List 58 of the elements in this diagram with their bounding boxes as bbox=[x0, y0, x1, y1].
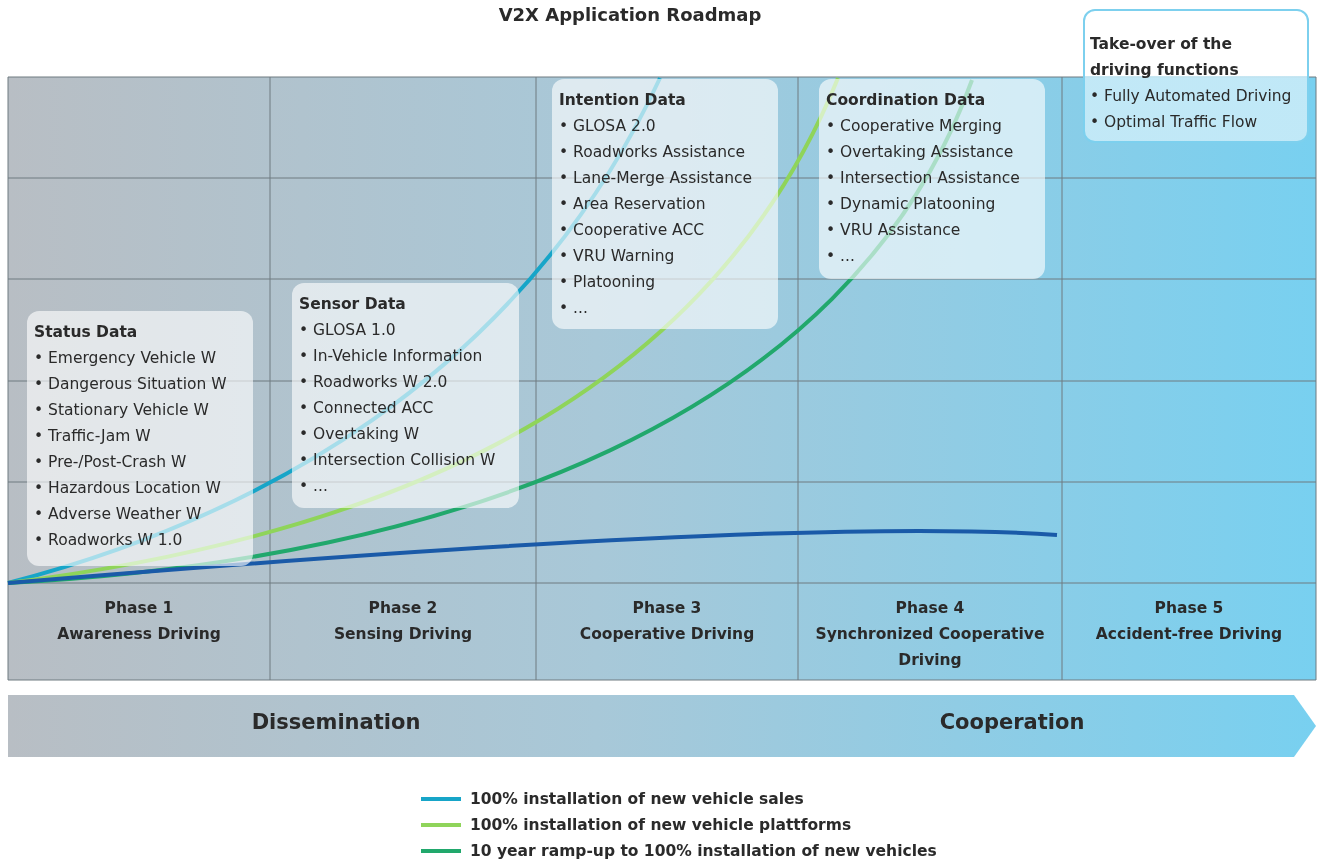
phase-group-label: Cooperation bbox=[939, 710, 1085, 734]
list-item: • Roadworks Assistance bbox=[559, 142, 747, 163]
list-item: • Pre-/Post-Crash W bbox=[34, 452, 188, 473]
list-item: • Cooperative Merging bbox=[826, 116, 1003, 137]
legend-text: 100% installation of new vehicle plattforms bbox=[470, 816, 852, 834]
list-item: • Intersection Collision W bbox=[299, 450, 497, 471]
list-item: • ... bbox=[559, 298, 589, 319]
list-item: • GLOSA 2.0 bbox=[559, 116, 657, 137]
list-item: • Traffic-Jam W bbox=[34, 426, 152, 447]
list-item: • ... bbox=[826, 246, 856, 267]
phase-number: Phase 4 bbox=[895, 598, 965, 619]
list-item: • Stationary Vehicle W bbox=[34, 400, 210, 421]
list-item: • VRU Warning bbox=[559, 246, 676, 267]
info-card bbox=[292, 283, 519, 508]
info-card bbox=[552, 79, 778, 329]
list-item: • Dynamic Platooning bbox=[826, 194, 997, 215]
list-item: • Roadworks W 2.0 bbox=[299, 372, 449, 393]
phase-name: Accident-free Driving bbox=[1094, 624, 1284, 645]
legend-text: 100% installation of new vehicle sales bbox=[470, 790, 804, 808]
list-item: • Dangerous Situation W bbox=[34, 374, 228, 395]
card-heading: Intention Data bbox=[559, 90, 687, 111]
list-item: • Emergency Vehicle W bbox=[34, 348, 218, 369]
list-item: • Fully Automated Driving bbox=[1090, 86, 1293, 107]
list-item: • GLOSA 1.0 bbox=[299, 320, 397, 341]
legend-text: 10 year ramp-up to 100% installation of new vehicles bbox=[470, 842, 937, 860]
list-item: • ... bbox=[299, 476, 329, 497]
phase-number: Phase 1 bbox=[104, 598, 174, 619]
phase-group-label: Dissemination bbox=[251, 710, 421, 734]
phase-number: Phase 5 bbox=[1154, 598, 1224, 619]
list-item: • Lane-Merge Assistance bbox=[559, 168, 754, 189]
list-item: • VRU Assistance bbox=[826, 220, 962, 241]
card-heading: Sensor Data bbox=[299, 294, 407, 315]
list-item: • In-Vehicle Information bbox=[299, 346, 484, 367]
phase-number: Phase 3 bbox=[632, 598, 702, 619]
list-item: • Area Reservation bbox=[559, 194, 707, 215]
phase-name: Synchronized Cooperative Driving bbox=[815, 624, 1045, 671]
info-card bbox=[819, 79, 1045, 279]
list-item: • Adverse Weather W bbox=[34, 504, 203, 525]
phase-name: Cooperative Driving bbox=[578, 624, 756, 645]
phase-name: Awareness Driving bbox=[56, 624, 222, 645]
list-item: • Platooning bbox=[559, 272, 657, 293]
chart-title: V2X Application Roadmap bbox=[497, 4, 763, 25]
info-card bbox=[1083, 9, 1309, 143]
list-item: • Roadworks W 1.0 bbox=[34, 530, 184, 551]
card-heading: Coordination Data bbox=[826, 90, 987, 111]
info-card bbox=[27, 311, 253, 566]
card-heading: Status Data bbox=[34, 322, 139, 343]
phase-name: Sensing Driving bbox=[332, 624, 474, 645]
list-item: • Optimal Traffic Flow bbox=[1090, 112, 1259, 133]
list-item: • Intersection Assistance bbox=[826, 168, 1021, 189]
list-item: • Connected ACC bbox=[299, 398, 435, 419]
list-item: • Cooperative ACC bbox=[559, 220, 706, 241]
phase-number: Phase 2 bbox=[368, 598, 438, 619]
list-item: • Overtaking Assistance bbox=[826, 142, 1015, 163]
arrow-band bbox=[8, 695, 1316, 757]
list-item: • Overtaking W bbox=[299, 424, 421, 445]
list-item: • Hazardous Location W bbox=[34, 478, 222, 499]
card-heading: Take-over of the driving functions bbox=[1090, 34, 1240, 81]
